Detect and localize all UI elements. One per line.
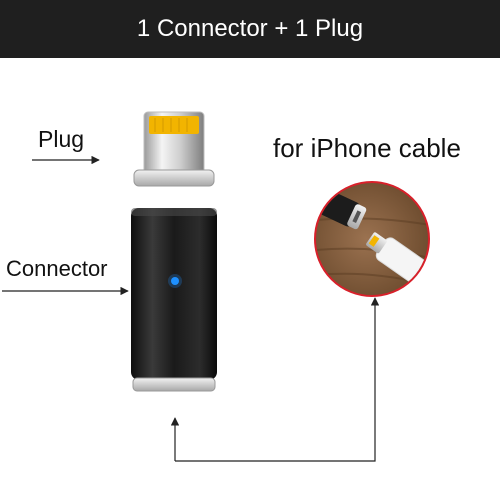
link-arrow [175, 297, 380, 462]
magnetic-connector-icon [131, 208, 217, 392]
cable-label: for iPhone cable [273, 133, 461, 163]
connector-label: Connector [6, 256, 108, 281]
page-title: 1 Connector + 1 Plug [0, 0, 500, 58]
magnetic-closeup-icon [314, 181, 430, 297]
plug-label: Plug [38, 126, 85, 152]
title-text: 1 Connector + 1 Plug [136, 15, 364, 42]
lightning-plug-icon [133, 111, 215, 187]
